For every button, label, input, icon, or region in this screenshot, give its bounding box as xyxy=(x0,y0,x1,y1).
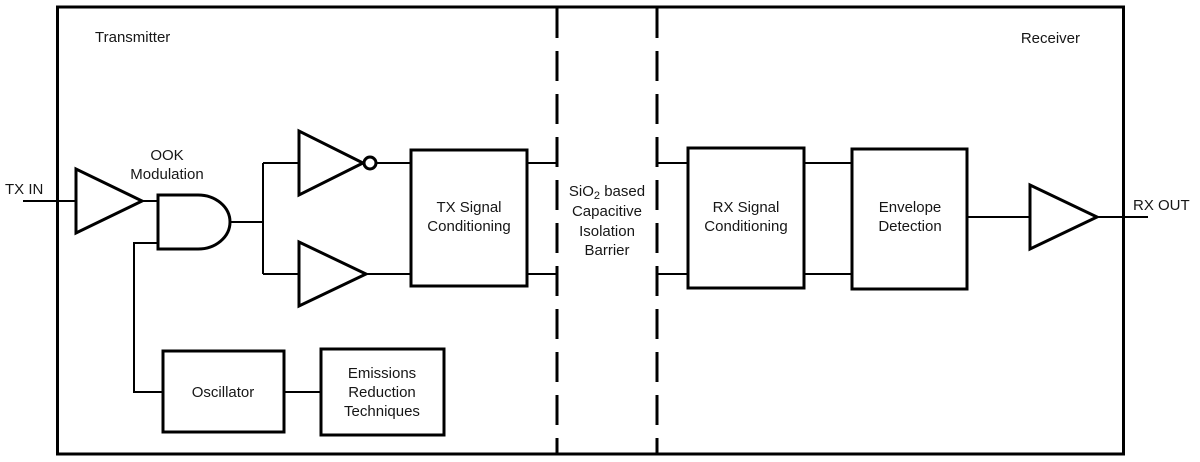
tx-signal-conditioning-label-line2: Conditioning xyxy=(427,218,510,235)
barrier-label-line1: SiO2 based xyxy=(569,183,645,202)
envelope-detection-label-line2: Detection xyxy=(878,218,941,235)
ook-modulation-label-line2: Modulation xyxy=(130,166,203,183)
barrier-label-line2: Capacitive xyxy=(572,203,642,220)
inverter-icon xyxy=(297,128,367,198)
rx-signal-conditioning-box xyxy=(686,146,806,290)
and-gate-icon xyxy=(156,193,232,251)
tx-signal-conditioning-label-line1: TX Signal xyxy=(436,199,501,216)
transmitter-section-label: Transmitter xyxy=(95,29,170,46)
tx-in-port-label: TX IN xyxy=(5,181,43,198)
tx-signal-conditioning-box xyxy=(409,148,529,288)
oscillator-box xyxy=(161,349,286,434)
receiver-section-label: Receiver xyxy=(1021,30,1080,47)
envelope-detection-label-line1: Envelope xyxy=(879,199,942,216)
input-buffer-icon xyxy=(74,166,146,236)
driver-buffer-icon xyxy=(297,239,370,309)
envelope-detection-box xyxy=(850,147,969,291)
inverter-bubble-icon xyxy=(362,155,378,171)
emissions-reduction-label-line3: Techniques xyxy=(344,403,420,420)
rx-signal-conditioning-label-line1: RX Signal xyxy=(713,199,780,216)
ook-modulation-label-line1: OOK xyxy=(150,147,183,164)
rx-signal-conditioning-label-line2: Conditioning xyxy=(704,218,787,235)
emissions-reduction-box xyxy=(319,347,446,437)
output-buffer-icon xyxy=(1028,182,1101,252)
rx-out-port-label: RX OUT xyxy=(1133,197,1190,214)
oscillator-label: Oscillator xyxy=(192,384,255,401)
emissions-reduction-label-line2: Reduction xyxy=(348,384,416,401)
emissions-reduction-label-line1: Emissions xyxy=(348,365,416,382)
barrier-label-line4: Barrier xyxy=(584,242,629,259)
barrier-label-line3: Isolation xyxy=(579,223,635,240)
wire-oscillator-to-and xyxy=(133,242,163,393)
